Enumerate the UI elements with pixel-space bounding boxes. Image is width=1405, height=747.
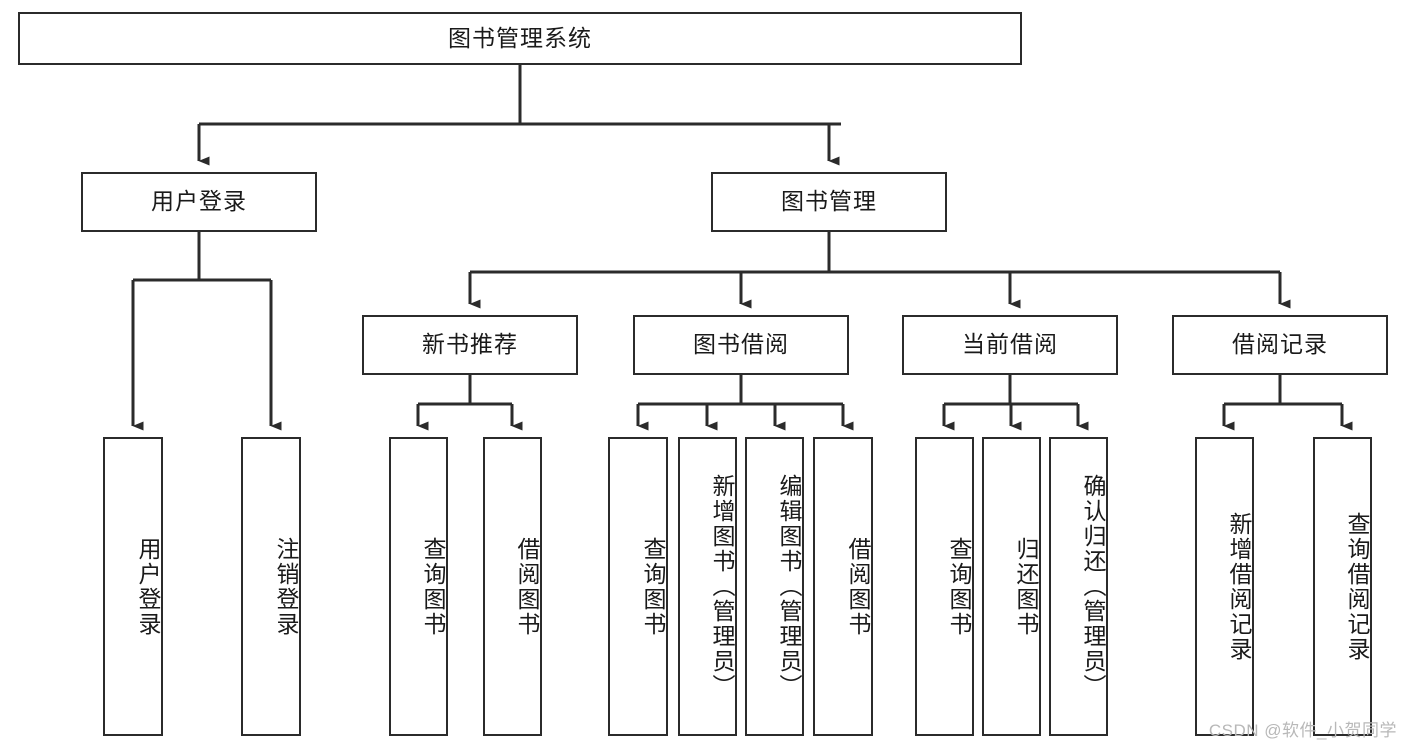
leaf-record-query-borrow-record[interactable]: 查询借阅记录: [1313, 437, 1372, 736]
node-current-borrow[interactable]: 当前借阅: [902, 315, 1118, 375]
leaf-recommend-borrow-book[interactable]: 借阅图书: [483, 437, 542, 736]
leaf-current-return-book[interactable]: 归还图书: [982, 437, 1041, 736]
leaf-borrow-edit-book-admin[interactable]: 编辑图书（管理员）: [745, 437, 804, 736]
leaf-record-add-borrow-record[interactable]: 新增借阅记录: [1195, 437, 1254, 736]
leaf-borrow-borrow-book[interactable]: 借阅图书: [813, 437, 873, 736]
node-label: 借阅图书: [514, 536, 540, 637]
node-label: 确认归还（管理员）: [1080, 474, 1106, 699]
node-label: 编辑图书（管理员）: [776, 474, 802, 699]
node-label: 借阅记录: [1232, 331, 1328, 358]
node-user-login[interactable]: 用户登录: [81, 172, 317, 232]
watermark-text: CSDN @软件_小贺同学: [1208, 721, 1397, 740]
node-new-book-recommendation[interactable]: 新书推荐: [362, 315, 578, 375]
node-label: 用户登录: [151, 188, 247, 215]
leaf-logout[interactable]: 注销登录: [241, 437, 301, 736]
leaf-current-confirm-return-admin[interactable]: 确认归还（管理员）: [1049, 437, 1108, 736]
node-borrow-record[interactable]: 借阅记录: [1172, 315, 1388, 375]
leaf-borrow-query-book[interactable]: 查询图书: [608, 437, 668, 736]
node-label: 查询图书: [420, 536, 446, 637]
node-label: 图书管理系统: [448, 24, 592, 51]
node-label: 当前借阅: [962, 331, 1058, 358]
node-label: 借阅图书: [845, 536, 871, 637]
node-label: 用户登录: [135, 536, 161, 637]
node-label: 新书推荐: [422, 331, 518, 358]
node-root-book-management-system[interactable]: 图书管理系统: [18, 12, 1022, 65]
leaf-user-login[interactable]: 用户登录: [103, 437, 163, 736]
node-book-borrow[interactable]: 图书借阅: [633, 315, 849, 375]
leaf-borrow-add-book-admin[interactable]: 新增图书（管理员）: [678, 437, 737, 736]
node-label: 图书借阅: [693, 331, 789, 358]
node-label: 新增借阅记录: [1226, 511, 1252, 662]
leaf-recommend-query-book[interactable]: 查询图书: [389, 437, 448, 736]
node-label: 查询借阅记录: [1344, 511, 1370, 662]
node-label: 归还图书: [1013, 536, 1039, 637]
node-label: 注销登录: [273, 536, 299, 637]
node-label: 图书管理: [781, 188, 877, 215]
node-label: 新增图书（管理员）: [709, 474, 735, 699]
node-label: 查询图书: [946, 536, 972, 637]
node-label: 查询图书: [640, 536, 666, 637]
node-book-management[interactable]: 图书管理: [711, 172, 947, 232]
leaf-current-query-book[interactable]: 查询图书: [915, 437, 974, 736]
